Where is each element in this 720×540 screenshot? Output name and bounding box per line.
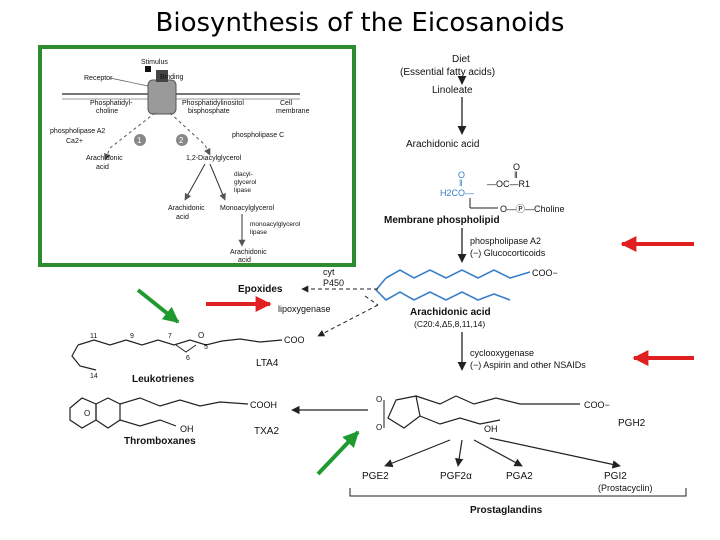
phospholipid-glycerol: O ‖ H2CO—	[440, 170, 474, 198]
pgh2-to-pgi2-arrow	[489, 437, 621, 469]
txa2-oh: OH	[180, 424, 194, 434]
step-1-marker	[134, 134, 146, 146]
txa2-label: TXA2	[254, 426, 279, 437]
thromboxanes-label: Thromboxanes	[124, 436, 196, 447]
product-pgf2a: PGF2α	[440, 471, 472, 482]
dag-to-mag-arrow	[209, 163, 226, 201]
receptor-label: Receptor	[84, 75, 113, 82]
plc-label: phospholipase C	[232, 132, 284, 139]
arachidonic-acid-top: Arachidonic acid	[406, 139, 479, 150]
dag-to-aa-arrow	[184, 163, 206, 201]
prostaglandins-bracket	[349, 488, 687, 497]
pgh2-o-top: O	[376, 395, 382, 404]
arachidonic-formula: (C20:4,Δ5,8,11,14)	[414, 319, 485, 329]
main-pathway: Diet (Essential fatty acids) Linoleate A…	[69, 54, 687, 516]
arachidonic-acid-left: Arachidonic acid	[86, 155, 125, 171]
epoxides-label: Epoxides	[238, 284, 283, 295]
pgh2-to-pgf2a-arrow	[454, 439, 464, 467]
product-pgi2: PGI2	[604, 471, 627, 482]
coo-minus-top: COO−	[532, 268, 558, 278]
lta4-structure	[71, 338, 283, 371]
lta4-coo: COO	[284, 335, 305, 345]
arachidonic-acid-structure	[374, 269, 531, 301]
prostaglandins-label: Prostaglandins	[470, 505, 543, 516]
green-arrow-thromboxanes	[316, 430, 360, 476]
arachidonic-acid-bottom: Arachidonic acid	[230, 249, 269, 264]
prostacyclin-label: (Prostacyclin)	[598, 483, 653, 493]
lta4-number-11: 11	[90, 333, 97, 340]
diacylglycerol-lipase-label: diacyl- glycerol lipase	[234, 171, 258, 194]
membrane-phospholipid-label: Membrane phospholipid	[384, 215, 500, 226]
lta4-number-6: 6	[186, 355, 190, 362]
pgh2-o-bottom: O	[376, 423, 382, 432]
txa2-oxygen: O	[84, 409, 90, 418]
plc-path	[169, 112, 211, 156]
pgh2-to-pge2-arrow	[384, 439, 451, 468]
slide-title: Biosynthesis of the Eicosanoids	[155, 8, 565, 38]
inset-border	[38, 45, 356, 267]
leukotrienes-label: Leukotrienes	[132, 374, 195, 385]
diacylglycerol-label: 1,2-Diacylglycerol	[186, 155, 242, 162]
pgh2-coo: COO−	[584, 400, 610, 410]
lta4-number-5: 5	[204, 344, 208, 351]
signaling-inset: Stimulus Receptor Binding Phosphatidyl- …	[38, 45, 356, 267]
txa2-structure	[69, 397, 249, 429]
lipoxygenase-dash-to-aa	[364, 295, 379, 306]
pgh2-structure	[383, 395, 580, 429]
lta4-number-7: 7	[168, 333, 172, 340]
pla2-path	[104, 112, 156, 161]
lipoxygenase-arrow	[317, 304, 379, 337]
cell-membrane-label: Cell membrane	[276, 100, 310, 115]
pgh2-oh: OH	[484, 424, 498, 434]
pla2-main-label: phospholipase A2	[470, 236, 541, 246]
step-2-marker	[176, 134, 188, 146]
step-1-label: 1	[137, 136, 142, 145]
txa2-cooh: COOH	[250, 400, 277, 410]
pgh2-to-pga2-arrow	[473, 439, 523, 467]
green-arrow-leukotrienes	[136, 288, 180, 324]
stimulus-marker	[145, 66, 151, 72]
pgh2-label: PGH2	[618, 418, 646, 429]
product-pge2: PGE2	[362, 471, 389, 482]
phosphatidylcholine-label: Phosphatidyl- choline	[90, 100, 134, 115]
callout-arrows	[136, 236, 694, 476]
phospholipid-carbonyl: O ‖ —OC—R1	[487, 162, 530, 189]
pla2-label: phospholipase A2 Ca2+	[50, 128, 107, 145]
arachidonic-acid-center: Arachidonic acid	[410, 307, 491, 318]
aspirin-nsaids-label: (−) Aspirin and other NSAIDs	[470, 360, 586, 370]
monoacylglycerol-lipase-label: monoacylglycerol lipase	[250, 221, 302, 236]
cyt-p450-label: cyt P450	[323, 267, 344, 288]
diet-label: Diet (Essential fatty acids)	[400, 54, 495, 78]
monoacylglycerol-label: Monoacylglycerol	[220, 205, 275, 212]
lta4-label: LTA4	[256, 358, 279, 369]
step-2-label: 2	[179, 136, 184, 145]
arachidonic-acid-mid: Arachidonic acid	[168, 205, 207, 221]
receptor-shape	[147, 70, 177, 115]
lipoxygenase-label: lipoxygenase	[278, 304, 331, 314]
phosphocholine-label: O—Ⓟ—Choline	[500, 204, 565, 214]
receptor-pointer	[109, 77, 149, 87]
product-pga2: PGA2	[506, 471, 533, 482]
linoleate-label: Linoleate	[432, 85, 473, 96]
glucocorticoids-label: (−) Glucocorticoids	[470, 248, 546, 258]
cyclooxygenase-label: cyclooxygenase	[470, 348, 534, 358]
lta4-number-14: 14	[90, 373, 98, 380]
binding-label: Binding	[160, 74, 183, 81]
lta4-epoxide-o: O	[198, 331, 204, 340]
stimulus-label: Stimulus	[141, 59, 168, 66]
lta4-number-9: 9	[130, 333, 134, 340]
phosphatidylinositol-label: Phosphatidylinositol bisphosphate	[182, 100, 246, 115]
